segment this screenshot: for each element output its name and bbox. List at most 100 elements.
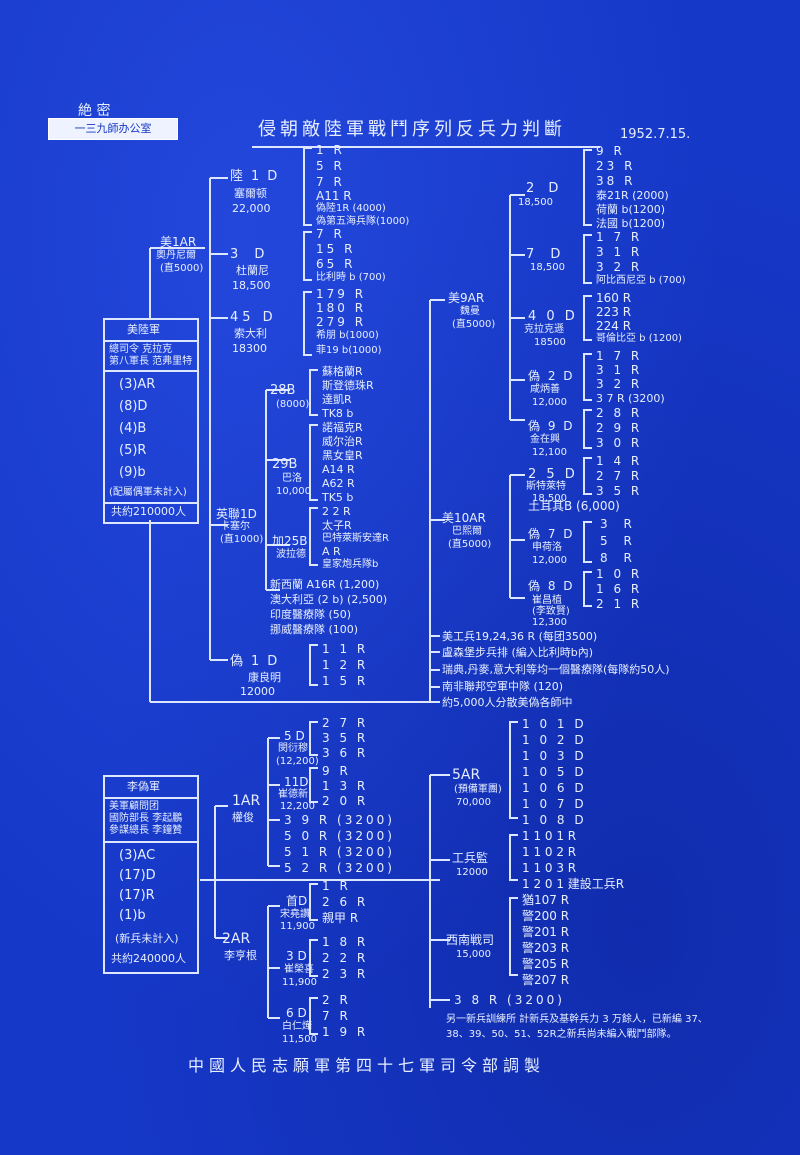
rok-3d-reg: 2 2 R xyxy=(322,951,369,965)
rok-3d-strength: 11,900 xyxy=(282,977,317,988)
rok-11d-strength: 12,200 xyxy=(280,801,315,812)
rok-38r: 3 8 R (3200) xyxy=(454,993,565,1007)
rok-army-title: 李偽軍 xyxy=(127,780,160,793)
rok-southwest-reg: 警207 R xyxy=(522,973,570,987)
rok-7d-name: 偽 7 D xyxy=(528,527,575,541)
rok-8d-commander: 崔昌植 (李致賢) xyxy=(532,595,570,617)
commonwealth-extra: 印度醫療隊 (50) xyxy=(270,608,352,621)
rok-7d-reg: 3 R xyxy=(600,517,638,531)
rok-southwest-reg: 猶107 R xyxy=(522,893,570,907)
rok-11d-name: 11D xyxy=(284,775,309,789)
secret-label: 絶 密 xyxy=(78,103,111,119)
rok-5d-reg: 3 6 R xyxy=(322,746,369,760)
us-10ar-commander: 巴熙爾 xyxy=(452,526,482,537)
rok-5ar-sub: (預備軍團) xyxy=(454,784,502,795)
rok-5ar-div: 1 0 3 D xyxy=(522,749,587,763)
us-1d-commander: 塞爾顿 xyxy=(234,187,267,200)
rok-capital-d-reg: 2 6 R xyxy=(322,895,369,909)
rok-6d-reg: 2 R xyxy=(322,993,351,1007)
us-45d-reg: 希朋 b(1000) xyxy=(316,330,379,341)
us-unit-b: (4)B xyxy=(119,421,147,436)
rok-9d-reg: 2 8 R xyxy=(596,406,643,420)
us-45d-reg: 菲19 b(1000) xyxy=(316,345,382,356)
rok-6d-reg: 7 R xyxy=(322,1009,351,1023)
brigade-29b-reg: 威尔治R xyxy=(322,435,363,448)
rok-2d-name: 偽 2 D xyxy=(528,369,575,383)
rok-engineer-reg: 1 1 0 1 R xyxy=(522,829,577,843)
rok-unit-ac: (3)AC xyxy=(119,848,156,863)
us-note: 瑞典,丹麥,意大利等均一個醫療隊(每隊約50人) xyxy=(442,663,670,676)
brigade-29b-commander: 巴洛 xyxy=(282,473,302,484)
brigade-28b-name: 28B xyxy=(270,383,296,398)
us-unit-ar: (3)AR xyxy=(119,377,156,392)
us-1d-reg: 偽陸1R (4000) xyxy=(316,203,386,214)
us-45d-reg: 279 R xyxy=(316,315,367,329)
rok-2d-strength: 12,000 xyxy=(532,397,567,408)
brigade-28b-reg: 達凱R xyxy=(322,393,352,406)
rok-2d-reg: 3 2 R xyxy=(596,377,643,391)
us-45d-name: 45 D xyxy=(230,310,277,325)
rok-1d-commander: 康良明 xyxy=(248,671,281,684)
rok-1ar-label: 1AR xyxy=(232,793,261,809)
brigade-29b-reg: 黑女皇R xyxy=(322,449,363,462)
us-7d-reg: 1 7 R xyxy=(596,230,643,244)
us-10ar-strength: (直5000) xyxy=(448,539,492,550)
us-9ar-strength: (直5000) xyxy=(452,319,496,330)
us-1d-reg: A11 R xyxy=(316,189,352,203)
brigade-28b-reg: 蘇格蘭R xyxy=(322,365,363,378)
us-40d-name: 4 0 D xyxy=(528,309,578,324)
us-40d-reg: 160 R xyxy=(596,291,632,305)
commonwealth-extra: 挪威醫療隊 (100) xyxy=(270,623,359,636)
us-25d-reg: 1 4 R xyxy=(596,454,643,468)
brigade-25b-reg: 2 2 R xyxy=(322,505,351,518)
us-army-title: 美陸軍 xyxy=(127,323,160,336)
us-note: 約5,000人分散美偽各師中 xyxy=(442,696,573,709)
us-army-total: 共約210000人 xyxy=(111,505,186,518)
rok-8d-strength: 12,300 xyxy=(532,617,567,628)
rok-5d-reg: 2 7 R xyxy=(322,716,369,730)
brigade-25b-name: 加25B xyxy=(272,534,308,548)
footer-issuer: 中國人民志願軍第四十七軍司令部調製 xyxy=(188,1056,546,1075)
rok-9d-commander: 金在興 xyxy=(530,434,560,445)
us-1d-reg: 7 R xyxy=(316,175,345,189)
rok-5d-commander: 閔衍穆 xyxy=(278,743,308,754)
rok-1d-reg: 1 2 R xyxy=(322,658,369,672)
rok-7d-reg: 5 R xyxy=(600,534,638,548)
brigade-29b-reg: A62 R xyxy=(322,477,355,490)
us-3d-reg: 15 R xyxy=(316,242,356,256)
commonwealth-extra: 澳大利亞 (2 b) (2,500) xyxy=(270,593,388,606)
brigade-25b-reg: 太子R xyxy=(322,519,352,532)
us-3d-reg: 7 R xyxy=(316,227,345,241)
us-3d-reg: 65 R xyxy=(316,257,356,271)
rok-1d-reg: 1 5 R xyxy=(322,674,369,688)
rok-engineer-reg: 1 2 0 1 建設工兵R xyxy=(522,877,625,891)
us-2d-reg: 9 R xyxy=(596,144,625,158)
rok-capital-d-name: 首D xyxy=(286,894,308,908)
us-1d-strength: 22,000 xyxy=(232,202,271,215)
us-1d-reg: 1 R xyxy=(316,143,345,157)
brigade-29b-reg: TK5 b xyxy=(322,491,354,504)
rok-6d-reg: 1 9 R xyxy=(322,1025,369,1039)
rok-8d-reg: 1 6 R xyxy=(596,582,643,596)
rok-unit-b: (1)b xyxy=(119,908,146,923)
rok-6d-commander: 白仁燁 xyxy=(282,1021,312,1032)
rok-capital-d-reg: 1 R xyxy=(322,879,351,893)
us-40d-strength: 18500 xyxy=(534,337,566,348)
rok-army-note: (新兵未計入) xyxy=(115,932,179,945)
brigade-25b-reg: A R xyxy=(322,545,341,558)
commonwealth-div-strength: (直1000) xyxy=(220,534,264,545)
rok-engineer-strength: 12000 xyxy=(456,867,488,878)
rok-2d-reg: 3 7 R (3200) xyxy=(596,392,665,405)
us-40d-reg: 224 R xyxy=(596,319,632,333)
us-1ar-commander: 奧丹尼爾 xyxy=(156,250,196,261)
us-unit-bn: (9)b xyxy=(119,465,146,480)
rok-7d-strength: 12,000 xyxy=(532,555,567,566)
rok-army-box: 李偽軍 美軍顧問团 國防部長 李起鵬 參謀總長 李鐘贊 (3)AC (17)D … xyxy=(103,775,199,974)
rok-5ar-div: 1 0 5 D xyxy=(522,765,587,779)
us-1ar-label: 美1AR xyxy=(160,235,197,249)
rok-5ar-label: 5AR xyxy=(452,767,481,783)
rok-11d-reg: 9 R xyxy=(322,764,351,778)
turkey-brigade: 土耳其B (6,000) xyxy=(528,499,620,513)
us-7d-reg: 3 1 R xyxy=(596,245,643,259)
chart-title: 侵朝敵陸軍戰鬥序列反兵力判斷 xyxy=(258,119,566,140)
